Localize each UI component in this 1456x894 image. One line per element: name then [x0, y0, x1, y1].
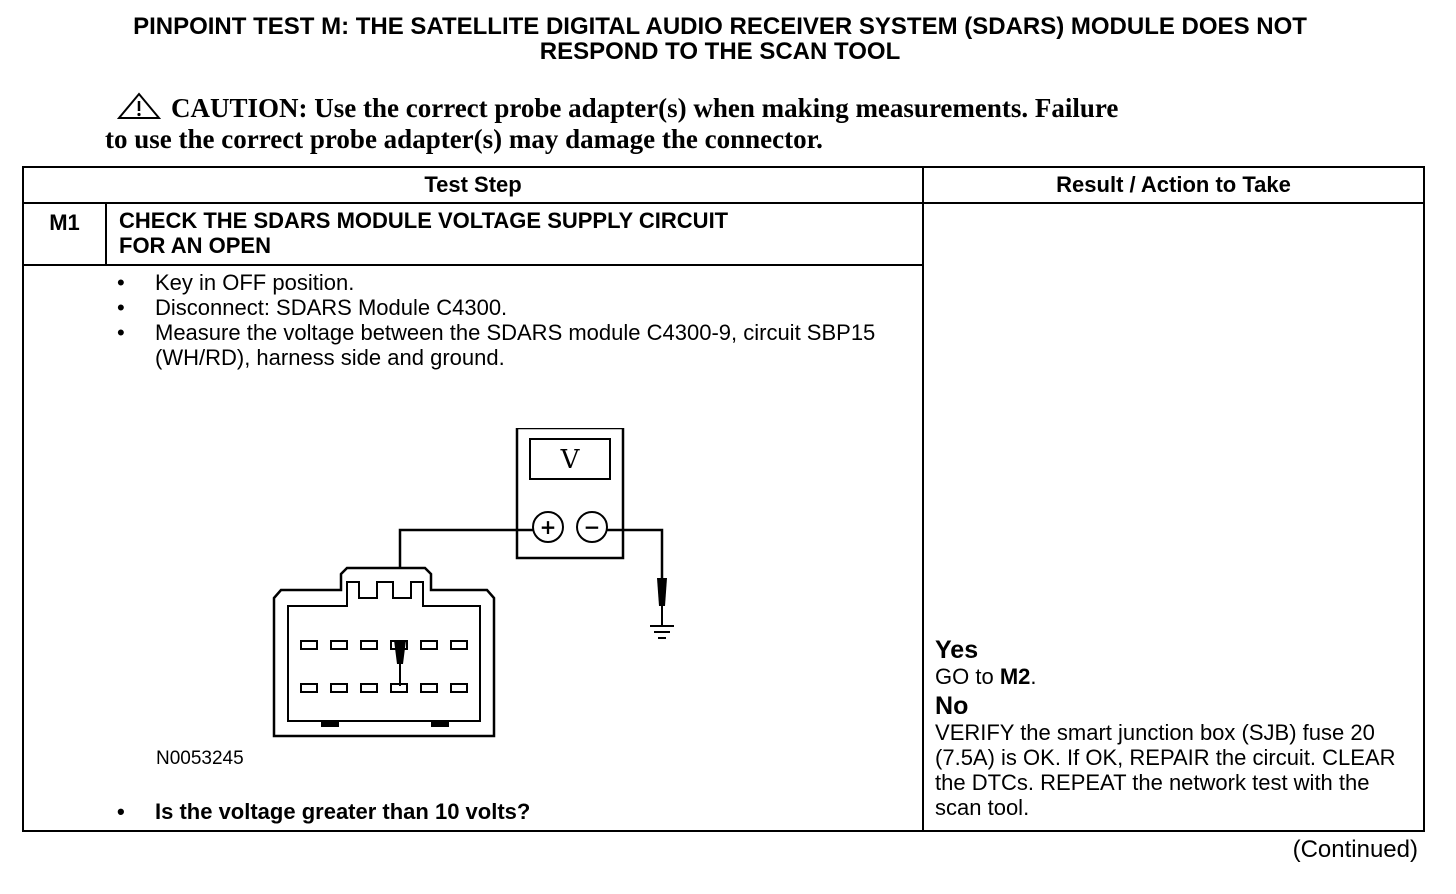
result-cell: Yes GO to M2. No VERIFY the smart juncti…: [922, 202, 1426, 832]
warning-triangle-icon: [116, 92, 162, 119]
header-test-step: Test Step: [21, 166, 925, 204]
pinpoint-test-table: Test Step Result / Action to Take M1 CHE…: [21, 166, 1426, 832]
table-header-row: Test Step Result / Action to Take: [21, 166, 1426, 204]
bullet-icon: •: [117, 799, 125, 824]
instruction-item: •Key in OFF position.: [117, 270, 355, 295]
bullet-icon: •: [117, 295, 125, 320]
page-title-line2: RESPOND TO THE SCAN TOOL: [539, 38, 901, 65]
result-no: No VERIFY the smart junction box (SJB) f…: [935, 692, 1415, 821]
result-content: Yes GO to M2. No VERIFY the smart juncti…: [935, 637, 1415, 824]
voltmeter-connector-diagram: V + −: [272, 428, 674, 738]
step-title: CHECK THE SDARS MODULE VOLTAGE SUPPLY CI…: [104, 202, 925, 266]
caution-line1: CAUTION: Use the correct probe adapter(s…: [171, 93, 1119, 123]
instruction-item: •Measure the voltage between the SDARS m…: [117, 320, 876, 370]
bullet-icon: •: [117, 320, 125, 345]
figure-id: N0053245: [156, 748, 244, 769]
minus-terminal-label: −: [584, 515, 601, 539]
step-title-line1: CHECK THE SDARS MODULE VOLTAGE SUPPLY CI…: [119, 208, 729, 233]
page-title: PINPOINT TEST M: THE SATELLITE DIGITAL A…: [0, 14, 1440, 64]
no-text: VERIFY the smart junction box (SJB) fuse…: [935, 720, 1396, 820]
step-instructions: •Key in OFF position. •Disconnect: SDARS…: [117, 270, 897, 370]
result-yes: Yes GO to M2.: [935, 636, 1415, 690]
plus-terminal-label: +: [540, 515, 557, 539]
caution-notice: CAUTION: Use the correct probe adapter(s…: [105, 92, 1305, 155]
step-question: •Is the voltage greater than 10 volts?: [117, 799, 531, 824]
yes-prefix: GO to: [935, 664, 1000, 689]
meter-display-label: V: [560, 445, 581, 475]
page-title-line1: PINPOINT TEST M: THE SATELLITE DIGITAL A…: [133, 13, 1307, 40]
connector-c4300: [272, 566, 496, 738]
yes-step-ref: M2: [999, 664, 1031, 689]
step-title-row: M1 CHECK THE SDARS MODULE VOLTAGE SUPPLY…: [22, 202, 1426, 832]
probe-tip-icon: [394, 640, 406, 664]
yes-label: Yes: [935, 636, 979, 664]
voltmeter: V + −: [515, 428, 625, 560]
header-result-action: Result / Action to Take: [922, 166, 1426, 204]
step-id: M1: [22, 202, 107, 266]
yes-suffix: .: [1030, 664, 1037, 689]
instruction-item: •Disconnect: SDARS Module C4300.: [117, 295, 508, 320]
no-label: No: [935, 692, 969, 720]
continued-label: (Continued): [1292, 836, 1418, 863]
bullet-icon: •: [117, 270, 125, 295]
step-body-row: •Key in OFF position. •Disconnect: SDARS…: [21, 264, 1424, 832]
caution-line2: to use the correct probe adapter(s) may …: [105, 124, 823, 154]
step-title-line2: FOR AN OPEN: [119, 233, 271, 258]
step-body: •Key in OFF position. •Disconnect: SDARS…: [21, 264, 925, 832]
